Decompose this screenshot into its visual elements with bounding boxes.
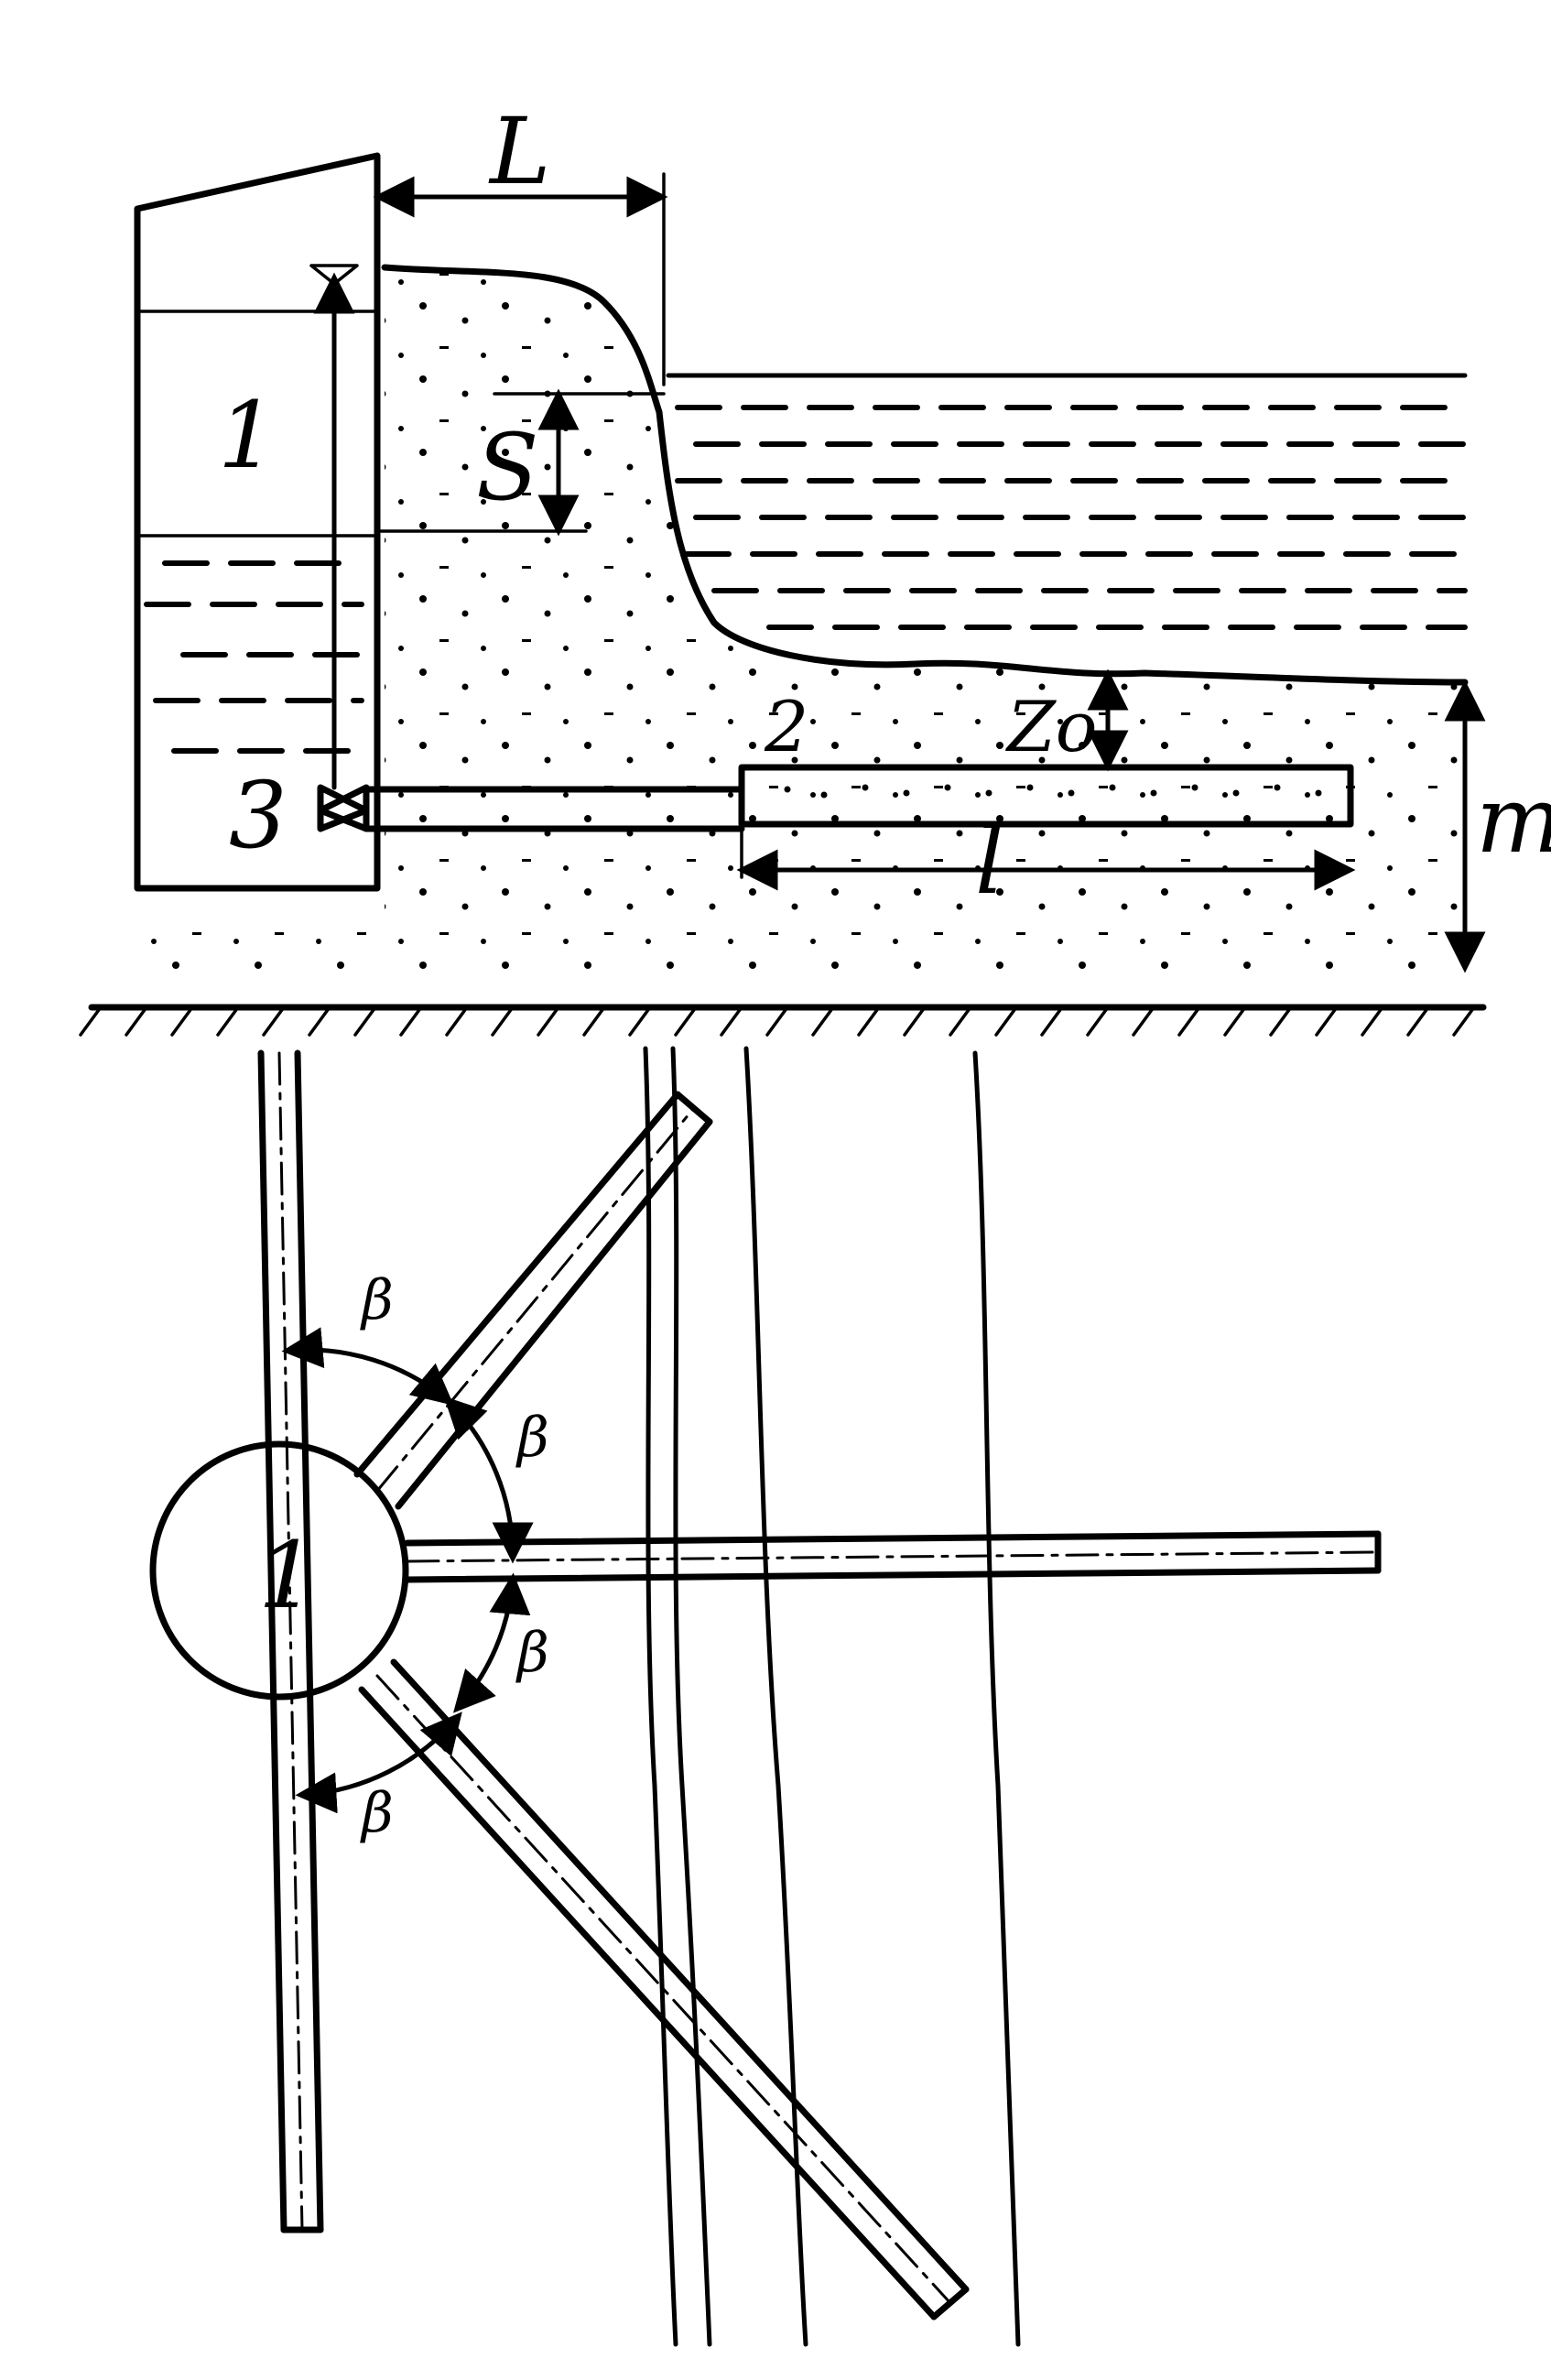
well-building: 1 (134, 152, 381, 892)
river-bank-lines (643, 1046, 1021, 2347)
plan-view: 1 β β β β (149, 1046, 1382, 2347)
label-reservoir-plan: 1 (258, 1522, 317, 1629)
label-L: L (488, 98, 550, 205)
label-angle-1: β (360, 1268, 394, 1332)
soil-fill (119, 267, 1465, 971)
valve: 3 (229, 762, 370, 869)
river-water (666, 373, 1468, 630)
label-collector: 2 (764, 686, 808, 767)
label-angle-2: β (515, 1406, 549, 1470)
riverbank-profile (381, 264, 1469, 686)
label-angle-3: β (515, 1621, 549, 1685)
dimension-L: L (373, 98, 668, 386)
label-S: S (476, 414, 539, 521)
dimension-S: S (375, 388, 666, 537)
label-Zo: Zo (1005, 686, 1098, 767)
label-valve: 3 (229, 762, 287, 869)
label-angle-4: β (360, 1781, 394, 1845)
well-water (144, 560, 364, 754)
dimension-m: m (1444, 679, 1551, 973)
ground-base (79, 1004, 1487, 1037)
angle-arcs: β β β β (281, 1268, 549, 1845)
label-m: m (1476, 766, 1551, 874)
elevation-view: 1 3 2 (79, 98, 1551, 1037)
collector-pipe: 2 (363, 686, 1354, 832)
label-reservoir-elevation: 1 (218, 382, 277, 489)
collector-horizontal (404, 1530, 1382, 1583)
dimension-l: l (736, 808, 1356, 915)
collector-vertical (257, 1049, 324, 2233)
label-l: l (975, 808, 1004, 915)
perforation-dots (784, 784, 1322, 799)
collector-lower-diagonal (358, 1658, 970, 2320)
well-plan: 1 (149, 1440, 409, 1701)
dimension-Zo: Zo (1005, 668, 1129, 772)
